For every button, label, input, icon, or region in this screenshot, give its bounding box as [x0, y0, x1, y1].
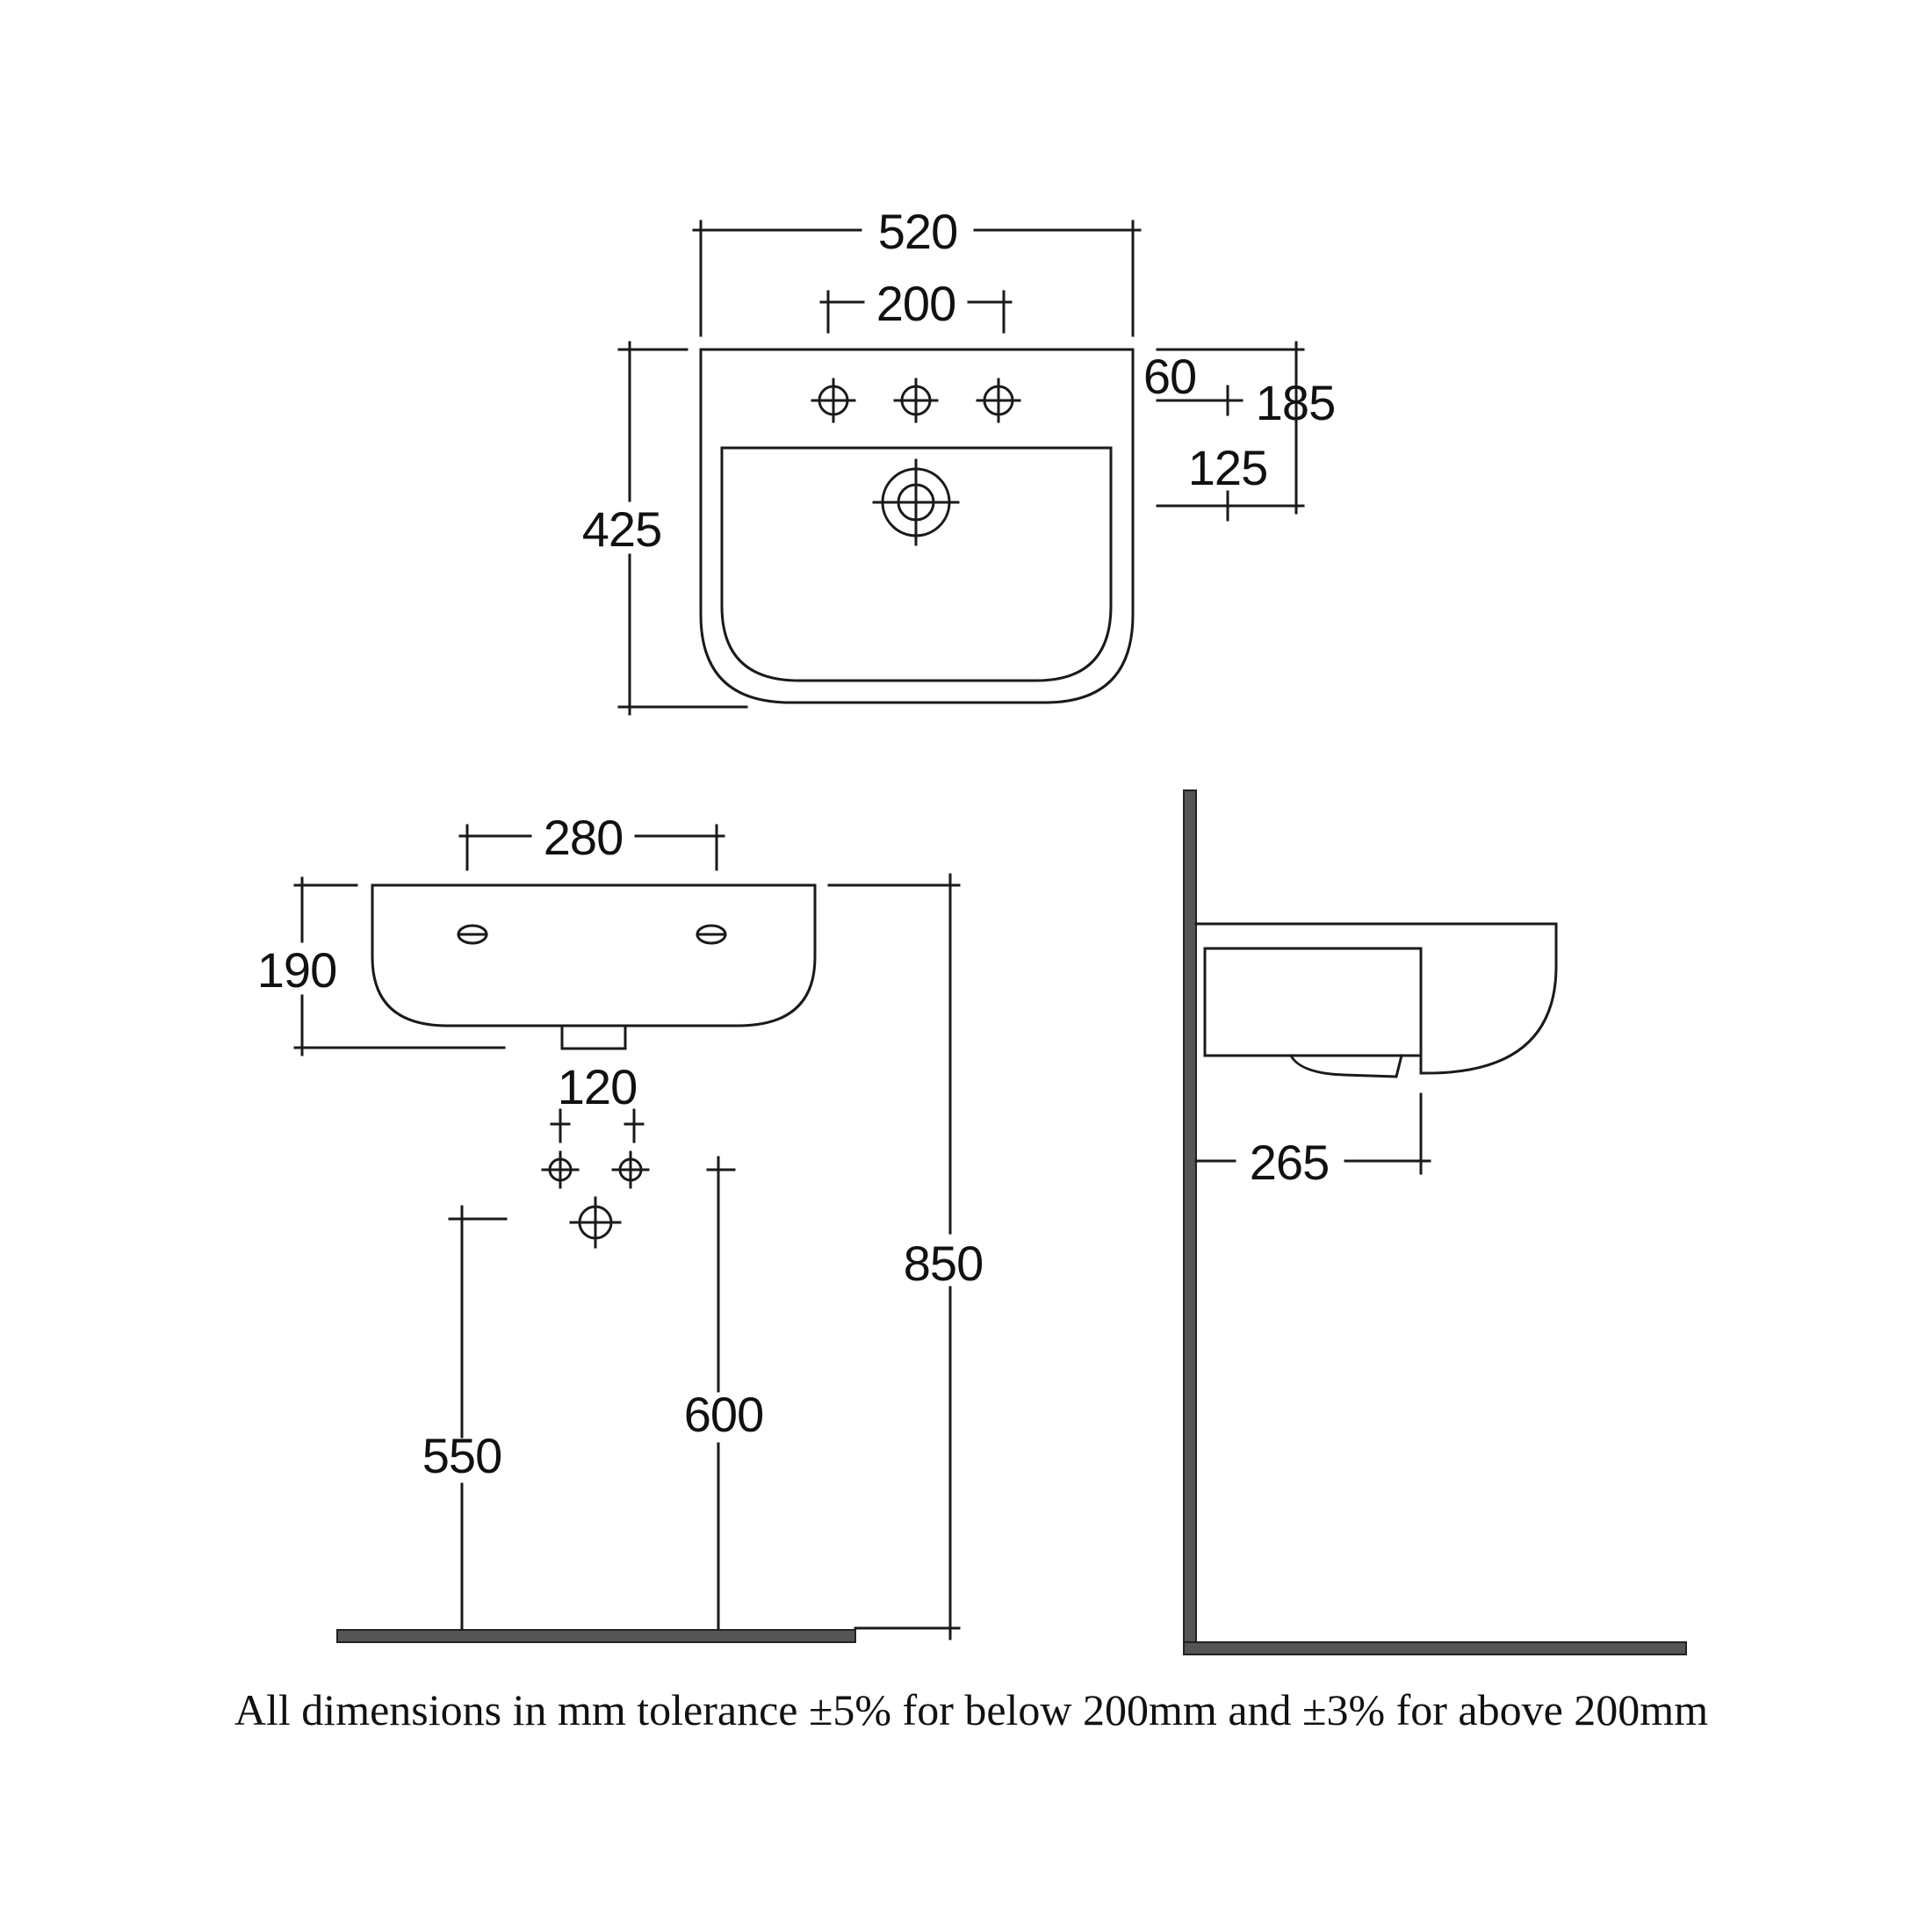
tolerance-note: All dimensions in mm tolerance ±5% for b…	[234, 1685, 1708, 1734]
front-view: 280 190 120	[257, 810, 984, 1643]
basin-bowl-outline	[720, 446, 1113, 682]
label-supply-height: 600	[684, 1387, 763, 1442]
supply-point-icon	[541, 1150, 580, 1189]
basin-front-outline	[371, 883, 817, 1027]
basin-plan-outline	[699, 348, 1135, 704]
fixing-hole-icon	[696, 924, 727, 945]
dimension-waste-width: 120	[550, 1059, 645, 1143]
label-waste-offset-total: 185	[1256, 375, 1335, 430]
waste-hole-icon	[569, 1196, 622, 1249]
label-bowl-height: 190	[257, 942, 336, 998]
floor-line	[1183, 1641, 1687, 1655]
label-waste-width: 120	[558, 1059, 637, 1114]
basin-side-outline	[1194, 922, 1558, 1075]
dimension-height-to-rim: 850	[827, 873, 984, 1640]
dimension-projection: 265	[1194, 1092, 1431, 1190]
dimension-tap-centres: 200	[819, 276, 1013, 334]
wall-line	[1183, 789, 1197, 1655]
label-projection: 265	[1250, 1135, 1329, 1190]
floor-line	[336, 1629, 856, 1643]
waste-trap	[1288, 1053, 1403, 1078]
dimension-overall-width: 520	[692, 204, 1142, 337]
dimension-bracket-centres: 280	[458, 810, 725, 871]
dimension-waste-offset: 60 185 125	[1143, 341, 1336, 522]
label-tap-hole-offset: 60	[1143, 349, 1196, 404]
side-view: 265	[1183, 789, 1687, 1655]
label-bracket-centres: 280	[544, 810, 623, 865]
dimension-overall-depth: 425	[582, 341, 748, 716]
tap-hole-icon	[893, 378, 939, 423]
label-height-to-rim: 850	[904, 1236, 983, 1291]
supply-point-icon	[611, 1150, 650, 1189]
tap-hole-icon	[976, 378, 1021, 423]
label-waste-height: 550	[422, 1428, 501, 1483]
label-tap-centres: 200	[876, 276, 955, 331]
waste-outlet	[560, 1024, 627, 1050]
dimension-supply-height: 600	[684, 1156, 764, 1635]
semi-recessed-cabinet	[1203, 947, 1423, 1057]
dimension-waste-height: 550	[422, 1205, 508, 1635]
plan-view: 520 200 425 60 185 125	[582, 204, 1336, 716]
dimension-bowl-height: 190	[257, 876, 506, 1056]
label-overall-width: 520	[878, 204, 957, 259]
fixing-hole-icon	[457, 924, 488, 945]
waste-hole-icon	[872, 458, 960, 546]
label-overall-depth: 425	[582, 501, 661, 557]
tap-hole-icon	[811, 378, 856, 423]
label-waste-offset: 125	[1188, 440, 1267, 495]
